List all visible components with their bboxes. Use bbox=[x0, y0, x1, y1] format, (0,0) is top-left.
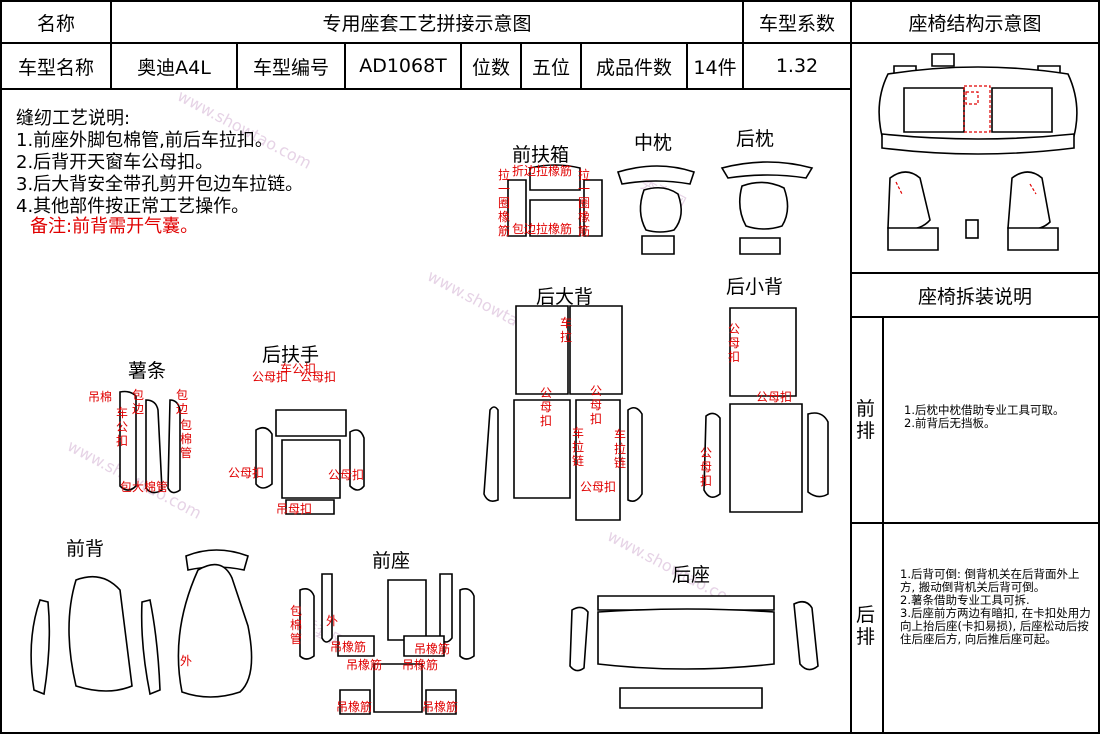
annotation: 公母扣 bbox=[228, 466, 265, 480]
annotation: 公母扣 bbox=[540, 386, 553, 428]
front-armrest-box-pieces bbox=[507, 164, 603, 237]
part-title-rear-big-back: 后大背 bbox=[536, 286, 594, 308]
pattern-pieces bbox=[30, 161, 829, 715]
rear-row-panel bbox=[850, 522, 1100, 734]
annotation: 公母扣 bbox=[328, 468, 365, 482]
annotation: 拉一圈橡筋 bbox=[578, 168, 591, 238]
annotation: 车拉链 bbox=[572, 426, 585, 468]
annotation: 包大棉管 bbox=[120, 480, 169, 494]
annotation: 外 bbox=[326, 614, 339, 628]
annotation: 包边 bbox=[176, 388, 189, 416]
front-seat-pieces bbox=[299, 573, 475, 715]
annotation: 包边 bbox=[132, 388, 145, 416]
part-title-front-armrest-box: 前扶箱 bbox=[512, 144, 570, 166]
annotation: 吊橡筋 bbox=[414, 642, 451, 656]
annotation: 公母扣 bbox=[300, 370, 337, 384]
structure-title: 座椅结构示意图 bbox=[850, 0, 1100, 44]
annotation: 公母扣 bbox=[756, 390, 793, 404]
annotation: 吊母扣 bbox=[276, 502, 313, 516]
rear-headrest-pieces bbox=[720, 161, 814, 255]
annotation: 公母扣 bbox=[252, 370, 289, 384]
rear-armrest-pieces bbox=[255, 409, 365, 515]
rear-seat-pieces bbox=[569, 595, 819, 709]
seat-structure-sketch bbox=[878, 53, 1078, 251]
sewing-item: 4.其他部件按正常工艺操作。 bbox=[16, 196, 250, 217]
rear-row-text: 1.后背可倒: 倒背机关在后背面外上方, 搬动倒背机关后背可倒。 2.薯条借助专… bbox=[900, 567, 1091, 646]
front-row-text: 1.后枕中枕借助专业工具可取。 2.前背后无挡板。 bbox=[904, 403, 1065, 430]
annotation: 吊橡筋 bbox=[346, 658, 383, 672]
annotation: 拉一圈橡筋 bbox=[498, 168, 511, 238]
annotation: 吊棉 bbox=[88, 390, 113, 404]
part-title-front-back: 前背 bbox=[66, 538, 105, 560]
annotation: 车公扣 bbox=[280, 362, 317, 376]
part-title-middle-headrest: 中枕 bbox=[634, 132, 673, 154]
part-title-rear-small-back: 后小背 bbox=[726, 276, 784, 298]
annotation: 包棉管 bbox=[180, 418, 193, 460]
annotation: 折边拉橡筋 bbox=[512, 164, 573, 178]
sewing-heading: 缝纫工艺说明: bbox=[16, 108, 131, 129]
sewing-item: 3.后大背安全带孔剪开包边车拉链。 bbox=[16, 174, 304, 195]
annotation: 公母扣 bbox=[700, 446, 713, 488]
strip-pieces bbox=[119, 390, 181, 494]
part-title-rear-seat: 后座 bbox=[672, 564, 711, 586]
annotation: 车拉 bbox=[560, 316, 573, 344]
part-title-rear-headrest: 后枕 bbox=[736, 128, 775, 150]
divider bbox=[882, 316, 884, 734]
annotation: 车拉链 bbox=[614, 428, 627, 470]
annotation: 公母扣 bbox=[728, 322, 741, 364]
rear-small-back-pieces bbox=[703, 307, 829, 513]
front-back-pieces bbox=[30, 549, 253, 698]
annotation: 包棉管 bbox=[290, 604, 303, 646]
annotation: 外 bbox=[180, 654, 193, 668]
sewing-item: 2.后背开天窗车公母扣。 bbox=[16, 152, 214, 173]
annotation: 吊橡筋 bbox=[336, 700, 373, 714]
sewing-item: 1.前座外脚包棉管,前后车拉扣。 bbox=[16, 130, 273, 151]
annotation: 车公扣 bbox=[116, 406, 129, 448]
rear-row-label: 后排 bbox=[856, 604, 876, 648]
part-title-front-seat: 前座 bbox=[372, 550, 411, 572]
annotation: 包边拉橡筋 bbox=[512, 222, 573, 236]
part-title-rear-armrest: 后扶手 bbox=[262, 344, 320, 366]
annotation: 公母扣 bbox=[590, 384, 603, 426]
annotation: 吊橡筋 bbox=[402, 658, 439, 672]
sewing-remark: 备注:前背需开气囊。 bbox=[30, 216, 199, 237]
rear-big-back-pieces bbox=[483, 305, 643, 521]
front-row-label: 前排 bbox=[856, 398, 876, 442]
annotation: 公母扣 bbox=[580, 480, 617, 494]
middle-headrest-pieces bbox=[616, 165, 696, 255]
annotation: 吊橡筋 bbox=[422, 700, 459, 714]
annotation: 吊橡筋 bbox=[330, 640, 367, 654]
part-title-strip: 薯条 bbox=[128, 360, 167, 382]
disassembly-title: 座椅拆装说明 bbox=[850, 272, 1100, 318]
